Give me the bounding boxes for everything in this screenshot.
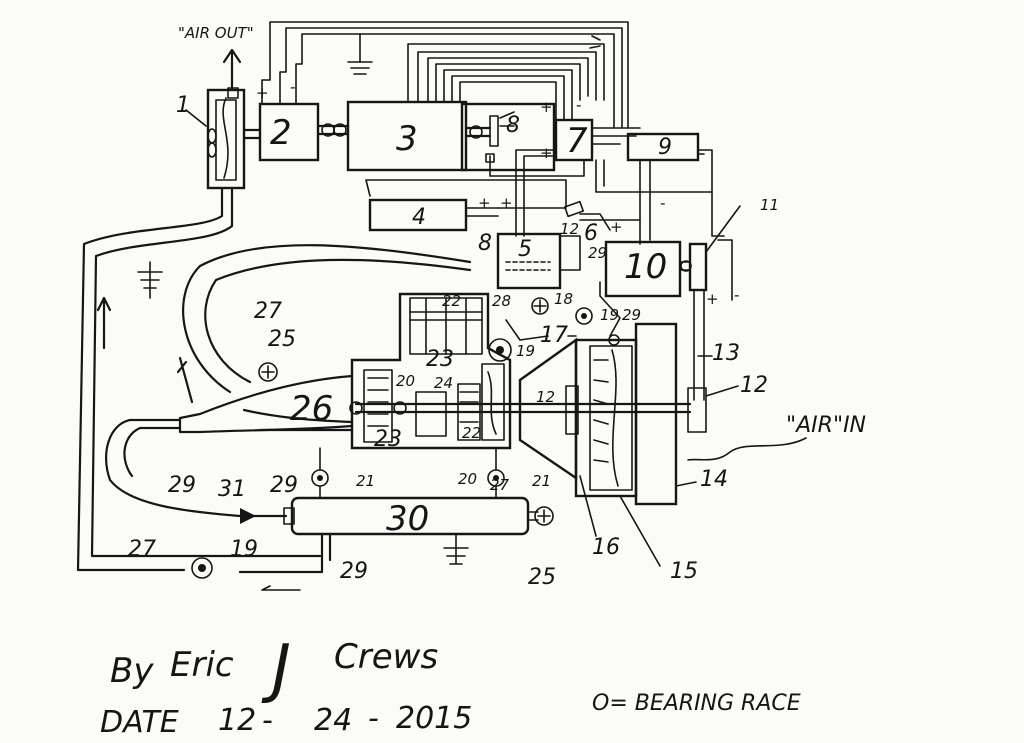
label-12-shaft: 12 (536, 388, 555, 406)
label-1: 1 (176, 93, 190, 118)
unit-4 (368, 198, 468, 232)
label-7: 7 (566, 121, 588, 161)
label-13: 13 (712, 341, 740, 366)
plus-mark: + (610, 218, 623, 236)
label-4: 4 (412, 205, 426, 230)
duct-29-upper (105, 418, 288, 518)
duct-29-inner (123, 426, 182, 478)
coupling-1-2 (242, 128, 262, 140)
minus-mark: - (734, 286, 739, 304)
label-30: 30 (386, 499, 429, 539)
label-17: 17 (540, 323, 568, 348)
label-19-b: 19 (600, 306, 619, 324)
label-10: 10 (624, 247, 667, 287)
label-16: 16 (592, 535, 620, 560)
label-19-a: 19 (516, 342, 535, 360)
belt-13 (693, 289, 705, 401)
label-29-c: 29 (168, 473, 196, 498)
label-2: 2 (270, 113, 292, 153)
label-24: 24 (434, 374, 453, 392)
air-in-label: "AIR"IN (786, 413, 866, 438)
label-22-b: 22 (462, 424, 481, 442)
date-month: 12 (218, 703, 256, 738)
label-8-side: 8 (478, 231, 492, 256)
ground-symbol-tank (443, 533, 469, 565)
label-29-e: 29 (340, 559, 368, 584)
label-22-a: 22 (442, 292, 461, 310)
label-5: 5 (518, 237, 532, 262)
label-27-c: 27 (128, 537, 156, 562)
label-8-top: 8 (506, 113, 520, 138)
fan-assembly (518, 322, 707, 506)
minus-mark: - (290, 78, 295, 96)
date-sep-2: - (368, 701, 379, 736)
tank-30 (290, 496, 530, 536)
label-27-a: 27 (254, 299, 282, 324)
label-11: 11 (760, 196, 779, 214)
plus-mark: + (500, 194, 513, 212)
label-6: 6 (584, 221, 598, 246)
label-21-b: 21 (532, 472, 551, 490)
engine-block (350, 292, 512, 450)
label-12-top: 12 (560, 220, 579, 238)
label-31: 31 (218, 477, 246, 502)
signature-first: Eric (170, 645, 234, 685)
date-sep-1: - (262, 703, 273, 738)
signature-middle: J (261, 632, 291, 706)
plus-mark: + (706, 290, 719, 308)
plus-mark: + (540, 98, 553, 116)
label-20-a: 20 (396, 372, 415, 390)
outlet-unit-1 (206, 48, 246, 190)
label-25-b: 25 (528, 565, 556, 590)
unit-11-pulley (688, 242, 708, 292)
date-label: DATE (100, 705, 179, 740)
label-28: 28 (492, 292, 511, 310)
wiring-bundle-top (261, 21, 629, 129)
minus-mark: - (660, 194, 665, 212)
label-20-b: 20 (458, 470, 477, 488)
shaft-3-8 (464, 126, 492, 138)
label-29-d: 29 (270, 473, 298, 498)
minus-mark: - (576, 96, 581, 114)
date-day: 24 (314, 703, 352, 738)
label-18: 18 (554, 290, 573, 308)
label-19-c: 19 (230, 537, 258, 562)
bearing-races (191, 297, 593, 579)
label-25-a: 25 (268, 327, 296, 352)
label-14: 14 (700, 467, 728, 492)
plus-mark: + (478, 194, 491, 212)
check-valve-31 (240, 508, 256, 524)
label-29-a: 29 (588, 244, 607, 262)
unit-8-housing (460, 102, 556, 172)
label-9: 9 (658, 135, 672, 160)
return-duct-27 (76, 186, 472, 572)
air-out-label: "AIR OUT" (178, 24, 254, 42)
unit-10 (604, 240, 682, 298)
label-3: 3 (396, 119, 418, 159)
unit-9 (626, 132, 700, 162)
plus-mark: + (540, 144, 553, 162)
signature-by: By (110, 651, 154, 691)
label-26: 26 (290, 389, 333, 429)
plus-mark: + (256, 84, 269, 102)
label-15: 15 (670, 559, 698, 584)
unit-2 (258, 102, 320, 162)
air-in-squiggle (687, 437, 807, 461)
ground-symbol-left (137, 261, 163, 299)
date-year: 2015 (396, 701, 472, 736)
label-27-b: 27 (490, 476, 510, 494)
label-21-a: 21 (356, 472, 375, 490)
label-23-b: 23 (374, 427, 402, 452)
label-29-b: 29 (622, 306, 641, 324)
main-shaft (354, 402, 692, 414)
label-23-a: 23 (426, 347, 454, 372)
bearing-race-legend: O= BEARING RACE (592, 691, 801, 716)
unit-7 (554, 118, 594, 162)
signature-last: Crews (334, 637, 438, 677)
label-12: 12 (740, 373, 768, 398)
